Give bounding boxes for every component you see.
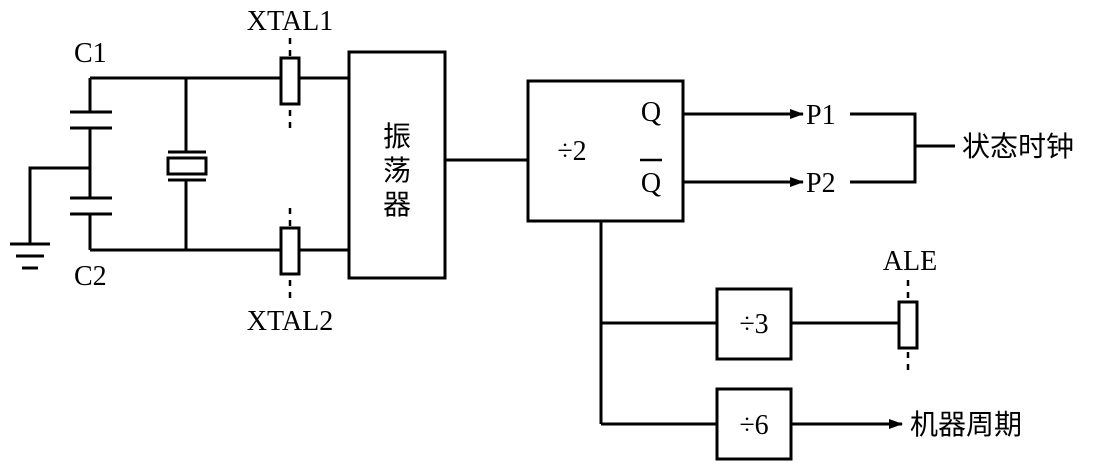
capacitor-network	[10, 76, 280, 270]
oscillator-char-1: 振	[383, 120, 411, 153]
ground-icon	[10, 242, 50, 270]
ground-wire	[28, 166, 90, 244]
p1-wire	[850, 112, 917, 184]
q-label: Q	[641, 97, 661, 128]
div3-label: ÷3	[739, 309, 768, 340]
xtal1-label: XTAL1	[247, 6, 333, 37]
ale-label: ALE	[883, 246, 937, 277]
oscillator-char-3: 器	[383, 188, 411, 221]
c1-label: C1	[74, 38, 107, 69]
qbar-label: Q	[641, 168, 661, 199]
oscillator-block	[347, 50, 447, 280]
crystal-icon	[166, 78, 208, 250]
oscillator-char-2: 荡	[383, 154, 411, 187]
state-clock-label: 状态时钟	[962, 130, 1074, 163]
divide-by-3-block	[715, 287, 793, 361]
machine-cycle-label: 机器周期	[910, 408, 1022, 441]
p1-label: P1	[806, 100, 836, 131]
xtal2-pin-icon	[279, 208, 301, 298]
div6-label: ÷6	[739, 410, 768, 441]
div2-label: ÷2	[557, 136, 586, 167]
c2-label: C2	[74, 261, 107, 292]
p2-label: P2	[806, 168, 836, 199]
divide-by-2-block	[526, 79, 685, 223]
xtal1-pin-icon	[279, 38, 301, 128]
xtal2-label: XTAL2	[247, 306, 333, 337]
ale-pin-icon	[897, 280, 919, 372]
